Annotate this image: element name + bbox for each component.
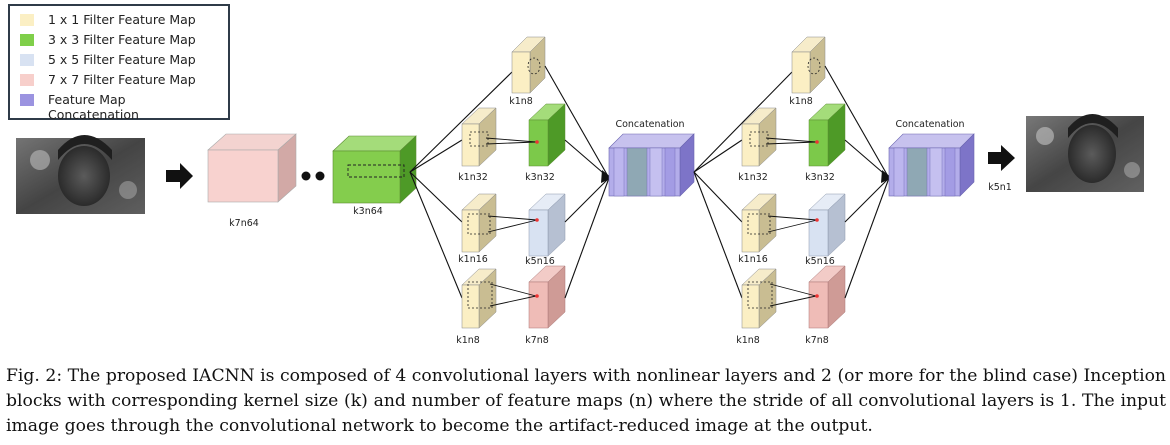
inception-block-1 [409,36,695,329]
inception1-reduce5-label: k1n16 [458,254,488,265]
input-image [16,135,145,214]
output-arrow-icon [988,145,1015,171]
ellipsis-dot [315,171,325,181]
inception2-conv7-label: k7n8 [805,335,829,346]
output-image [1026,114,1144,192]
inception1-conv5-label: k5n16 [525,256,555,267]
layer-k3n64-block [332,135,417,204]
inception-block-2 [693,36,975,329]
legend-swatch [20,54,34,66]
inception1-conv3-label: k3n32 [525,172,555,183]
layer-k5n1-label: k5n1 [988,182,1012,193]
legend-label: 1 x 1 Filter Feature Map [48,12,196,27]
legend-item-3x3: 3 x 3 Filter Feature Map [20,32,218,47]
legend-swatch [20,94,34,106]
layer-k3n64-label: k3n64 [353,206,383,217]
legend: 1 x 1 Filter Feature Map 3 x 3 Filter Fe… [8,4,230,122]
legend-label: Feature Map Concatenation [48,92,139,122]
inception1-reduce7-label: k1n8 [456,335,480,346]
legend-swatch [20,74,34,86]
inception2-top-label: k1n8 [789,96,813,107]
inception1-top-label: k1n8 [509,96,533,107]
legend-label: 5 x 5 Filter Feature Map [48,52,196,67]
legend-label: 3 x 3 Filter Feature Map [48,32,196,47]
inception2-concat-label: Concatenation [895,119,964,130]
layer-k7n64-label: k7n64 [229,218,259,229]
inception2-reduce3-label: k1n32 [738,172,768,183]
inception2-reduce7-label: k1n8 [736,335,760,346]
inception1-reduce3-label: k1n32 [458,172,488,183]
inception1-concat-label: Concatenation [615,119,684,130]
legend-swatch [20,14,34,26]
legend-item-7x7: 7 x 7 Filter Feature Map [20,72,218,87]
legend-label: 7 x 7 Filter Feature Map [48,72,196,87]
inception2-reduce5-label: k1n16 [738,254,768,265]
input-arrow-icon [166,163,193,189]
inception1-conv7-label: k7n8 [525,335,549,346]
inception2-conv3-label: k3n32 [805,172,835,183]
ellipsis-dot [301,171,311,181]
legend-swatch [20,34,34,46]
legend-item-5x5: 5 x 5 Filter Feature Map [20,52,218,67]
inception2-conv5-label: k5n16 [805,256,835,267]
legend-item-1x1: 1 x 1 Filter Feature Map [20,12,218,27]
legend-item-concat: Feature Map Concatenation [20,92,168,122]
figure-caption: Fig. 2: The proposed IACNN is composed o… [6,366,1166,436]
layer-k7n64-block [207,133,297,203]
